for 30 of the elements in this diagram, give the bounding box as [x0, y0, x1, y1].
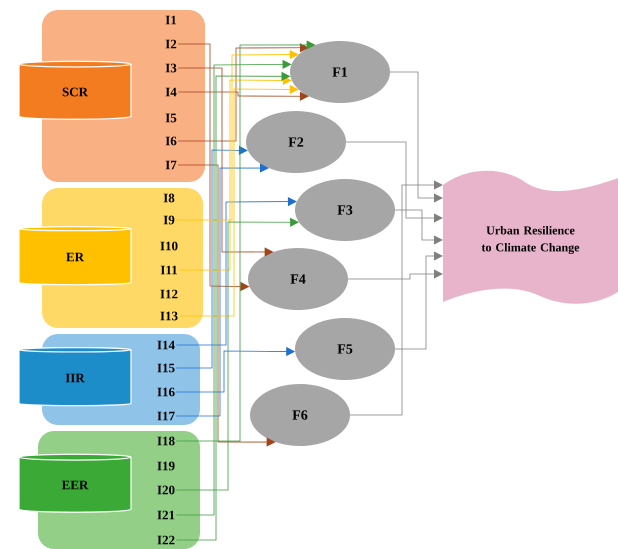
- indicator-label: I11: [160, 266, 177, 274]
- indicator-label: I10: [160, 242, 178, 250]
- indicator-label: I17: [157, 412, 175, 420]
- indicator-label: I9: [164, 216, 174, 224]
- indicator-label: I12: [160, 290, 178, 298]
- arrow: [350, 180, 443, 416]
- database-cylinder: EER: [18, 454, 132, 513]
- indicator-label: I5: [166, 114, 176, 122]
- indicator-label: I19: [157, 462, 175, 470]
- indicator-label: I18: [157, 436, 175, 446]
- database-cylinder: ER: [18, 226, 132, 286]
- indicator-label: I21: [157, 510, 174, 520]
- indicator-label: I6: [166, 136, 176, 146]
- indicator-label: I20: [157, 486, 175, 494]
- indicator-label: I22: [157, 536, 174, 544]
- indicator-label: I3: [166, 64, 176, 72]
- arrow: [348, 269, 443, 280]
- indicator-label: I14: [157, 340, 175, 350]
- indicator-label: I16: [157, 388, 175, 396]
- database-cylinder: IIR: [18, 347, 132, 406]
- indicator-label: I15: [157, 364, 175, 372]
- indicator-label: I7: [166, 160, 176, 170]
- indicator-label: I8: [164, 194, 174, 202]
- indicator-label: I4: [166, 88, 177, 96]
- indicator-label: I2: [166, 40, 176, 48]
- arrow: [394, 251, 443, 350]
- outcome-banner: Urban Resilience to Climate Change: [443, 170, 618, 304]
- database-cylinder: SCR: [18, 60, 132, 120]
- indicator-label: I13: [160, 312, 178, 320]
- indicator-label: I1: [166, 16, 176, 24]
